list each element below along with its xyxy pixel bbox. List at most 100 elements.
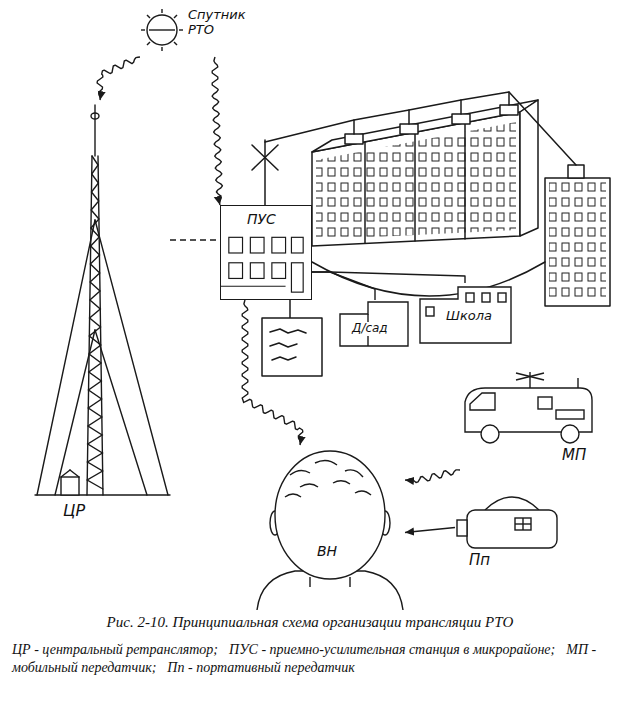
apartment-block — [408, 110, 410, 124]
node-label: ПУС — [245, 211, 278, 227]
mobile-transmitter-shape — [529, 372, 530, 388]
cable — [312, 272, 375, 300]
puс-antenna — [252, 140, 278, 205]
apartment-block — [364, 142, 366, 243]
relay-tower-shape — [95, 330, 147, 495]
listener-head-shape — [310, 577, 350, 587]
satellite: Спутник РТО — [140, 5, 275, 57]
school-building-shape — [420, 287, 511, 343]
puс-antenna — [252, 145, 278, 170]
amplifier-station: ПУС — [220, 205, 312, 300]
satellite-shape — [141, 29, 145, 30]
listener-head-shape — [285, 460, 371, 497]
apartment-block — [345, 134, 363, 144]
tower-block — [549, 182, 606, 302]
relay-tower: ЦР — [35, 100, 170, 535]
apartment-block — [312, 100, 538, 152]
hanging-unit — [262, 318, 322, 376]
node-label: Спутник РТО — [186, 8, 252, 38]
apartment-block — [460, 100, 462, 114]
mobile-transmitter-shape — [470, 393, 495, 410]
radio-link — [405, 470, 460, 483]
school-building-shape — [498, 293, 506, 302]
kindergarten-building: Д/сад — [338, 300, 410, 348]
abbreviation-note: ЦР - центральный ретранслятор; — [12, 642, 218, 657]
satellite-shape — [161, 47, 162, 51]
satellite-shape — [179, 29, 183, 30]
satellite-shape — [141, 9, 183, 51]
portable-transmitter: Пп — [455, 490, 570, 575]
apartment-block — [414, 132, 416, 241]
amplifier-station-shape — [229, 237, 243, 253]
amplifier-station-shape — [221, 237, 303, 292]
tower-block — [568, 165, 584, 178]
relay-tower-shape — [70, 470, 79, 477]
node-label: ВН — [315, 543, 339, 559]
school-building-shape — [426, 307, 434, 316]
satellite-shape — [149, 29, 175, 30]
abbreviation-notes: ЦР - центральный ретранслятор; ПУС - при… — [12, 640, 608, 676]
mobile-transmitter-shape — [556, 410, 584, 419]
listener-head: ВН — [255, 445, 405, 610]
relay-tower-shape — [35, 100, 170, 535]
mobile-transmitter-shape — [577, 378, 578, 388]
abbreviation-note: ПУС - приемно-усилительная станция в мик… — [229, 642, 555, 657]
apartment-block — [500, 105, 518, 115]
relay-tower-shape — [95, 220, 168, 495]
apartment-block — [452, 114, 470, 124]
kindergarten-building-shape — [340, 302, 408, 346]
radio-link — [242, 300, 303, 445]
listener-head-shape — [275, 451, 385, 579]
satellite-shape — [147, 15, 150, 18]
mobile-transmitter-shape — [465, 372, 592, 443]
radio-link — [97, 57, 140, 100]
node-label: ЦР — [61, 502, 87, 520]
satellite-shape — [147, 42, 150, 45]
broadcast-beam — [170, 239, 220, 240]
mobile-transmitter: МП — [460, 370, 600, 470]
relay-tower-shape — [35, 494, 170, 495]
relay-tower-shape — [91, 113, 99, 119]
amplifier-station-shape — [229, 263, 243, 279]
satellite-shape — [147, 15, 177, 45]
portable-transmitter-shape — [515, 523, 531, 524]
school-building-shape — [420, 287, 511, 343]
distribution-cable — [289, 300, 291, 318]
radio-link — [405, 528, 455, 533]
antenna-wire — [265, 92, 576, 165]
satellite-shape — [174, 42, 177, 45]
figure-caption: Рис. 2-10. Принципиальная схема организа… — [105, 614, 516, 631]
school-building: Школа — [418, 283, 513, 345]
portable-transmitter-shape — [457, 497, 557, 548]
amplifier-station-shape — [291, 237, 303, 253]
apartment-block — [508, 92, 510, 105]
relay-tower-shape — [35, 105, 170, 495]
portable-transmitter-shape — [457, 520, 467, 536]
mobile-transmitter-shape — [538, 397, 552, 409]
puс-antenna — [264, 140, 266, 205]
amplifier-station-shape — [272, 263, 286, 279]
relay-tower-shape — [61, 470, 70, 477]
hanging-unit — [270, 329, 306, 360]
node-label: МП — [560, 447, 588, 464]
cable — [312, 272, 465, 283]
caption-area: Рис. 2-10. Принципиальная схема организа… — [20, 614, 600, 631]
node-label: Пп — [467, 552, 492, 569]
node-label: Школа — [444, 309, 494, 324]
listener-head-shape — [255, 445, 405, 610]
school-building-shape — [466, 293, 474, 302]
abbreviation-note: Пп - портативный передатчик — [167, 660, 354, 675]
puс-antenna — [252, 145, 278, 170]
radio-link — [212, 57, 222, 205]
amplifier-station-shape — [291, 263, 303, 292]
relay-tower-shape — [37, 220, 95, 495]
node-label: Д/сад — [350, 322, 390, 336]
apartment-block — [353, 120, 355, 134]
apartment-block — [464, 122, 466, 239]
portable-transmitter-shape — [515, 518, 531, 530]
amplifier-station-shape — [250, 237, 264, 253]
satellite-shape — [174, 15, 177, 18]
school-building-shape — [482, 293, 490, 302]
relay-tower-shape — [55, 330, 95, 495]
